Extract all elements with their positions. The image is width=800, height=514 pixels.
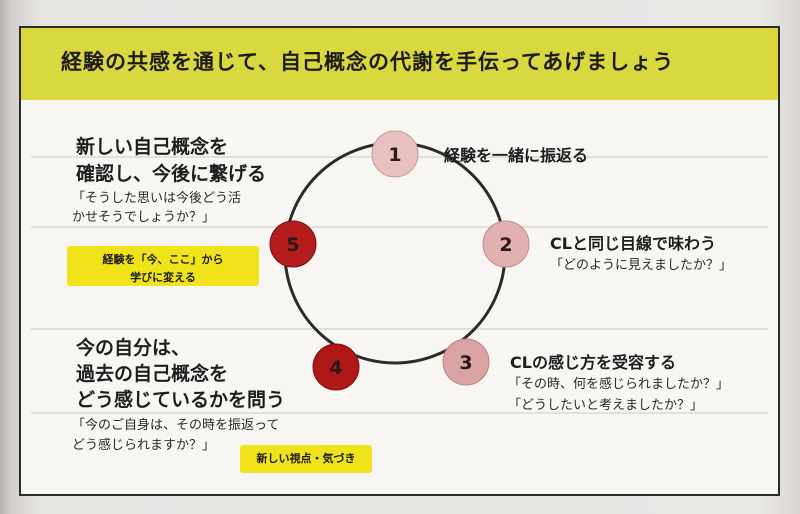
left-bottom-heading-line1: 今の自分は、 (76, 337, 191, 359)
left-bottom-quote-line2: どう感じられますか？」 (72, 438, 216, 453)
step-2-question: 「どのように見えましたか？」 (550, 258, 733, 273)
left-bottom-tag: 新しい視点・気づき (240, 445, 372, 473)
node-3-circle (442, 338, 490, 386)
step-3-question-1: 「その時、何を感じられましたか？」 (508, 377, 730, 392)
node-1-number: 1 (388, 144, 401, 166)
node-4-number: 4 (329, 357, 342, 379)
node-1-circle (371, 130, 419, 178)
step-3-question-2: 「どうしたいと考えましたか？」 (508, 398, 704, 413)
node-4-circle (312, 343, 360, 391)
show-through-line (31, 328, 768, 330)
left-top-tag-line2: 学びに変える (130, 271, 196, 284)
left-top-quote-line2: かせそうでしょうか？」 (72, 210, 216, 225)
node-2-circle (482, 220, 530, 268)
left-top-heading-line1: 新しい自己概念を (76, 136, 229, 158)
cycle-node-3: 3 (442, 338, 490, 386)
node-5-circle (269, 220, 317, 268)
title-banner: 経験の共感を通じて、自己概念の代謝を手伝ってあげましょう (21, 28, 778, 100)
node-2-number: 2 (499, 234, 512, 256)
left-top-tag: 経験を「今、ここ」から 学びに変える (67, 246, 259, 286)
show-through-line (31, 412, 768, 414)
show-through-line (31, 226, 768, 228)
node-5-number: 5 (286, 234, 299, 256)
cycle-node-1: 1 (371, 130, 419, 178)
cycle-node-2: 2 (482, 220, 530, 268)
banner-title: 経験の共感を通じて、自己概念の代謝を手伝ってあげましょう (61, 50, 675, 74)
left-bottom-heading-line2: 過去の自己概念を (76, 363, 229, 385)
step-2-label: CLと同じ目線で味わう (550, 234, 716, 253)
step-3-label: CLの感じ方を受容する (510, 353, 676, 372)
cycle-node-4: 4 (312, 343, 360, 391)
left-top-quote-line1: 「そうした思いは今後どう活 (72, 191, 242, 206)
left-top-tag-line1: 経験を「今、ここ」から (102, 253, 224, 266)
cycle-node-5: 5 (269, 220, 317, 268)
left-top-heading-line2: 確認し、今後に繋げる (76, 163, 267, 185)
node-3-number: 3 (459, 352, 472, 374)
left-bottom-quote-line1: 「今のご自身は、その時を振返って (72, 418, 280, 433)
step-1-label: 経験を一緒に振返る (444, 146, 589, 165)
left-bottom-heading-line3: どう感じているかを問う (76, 389, 286, 411)
